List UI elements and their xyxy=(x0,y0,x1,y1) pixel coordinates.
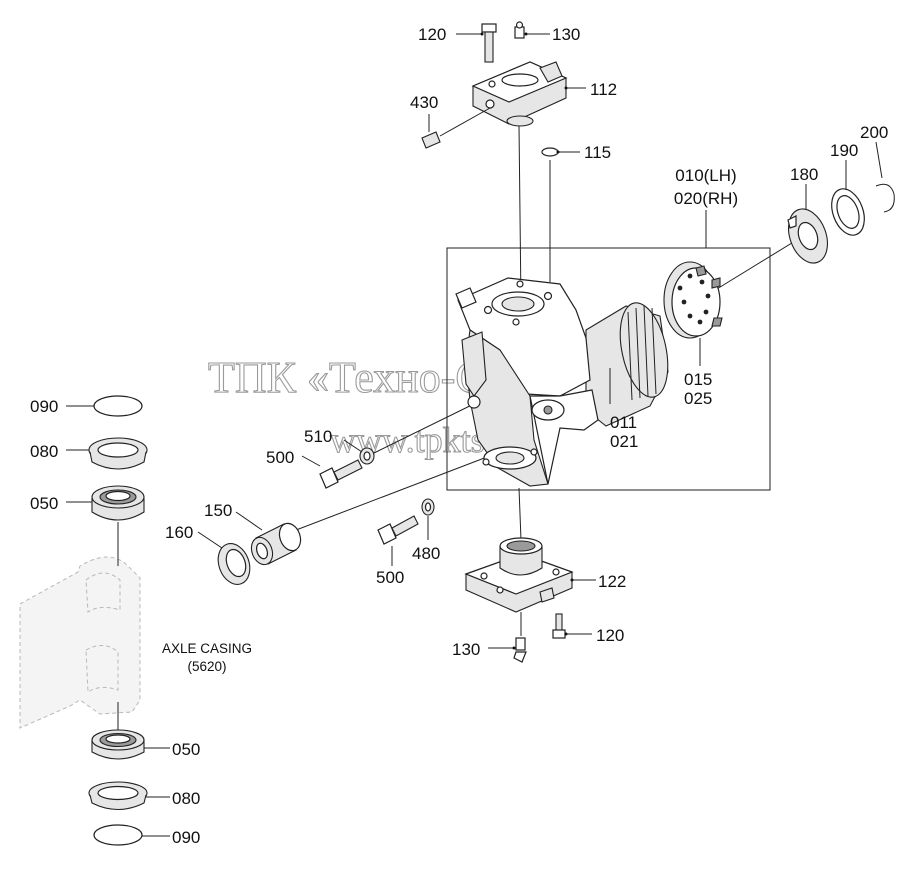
callout-150: 150 xyxy=(204,501,232,520)
callout-120-bottom: 120 xyxy=(596,626,624,645)
callout-015: 015 xyxy=(684,370,712,389)
plate-190 xyxy=(831,188,865,236)
snap-ring-200 xyxy=(875,183,895,213)
callout-112: 112 xyxy=(590,80,617,99)
nut-510 xyxy=(359,447,375,465)
group-label-rh: 020(RH) xyxy=(674,189,738,208)
callout-430: 430 xyxy=(410,93,438,112)
callout-130-bottom: 130 xyxy=(452,640,480,659)
knuckle-group-box xyxy=(446,210,771,491)
shim-115 xyxy=(541,147,559,157)
thrust-washer-180 xyxy=(787,208,828,264)
pin-430 xyxy=(421,131,441,149)
bolt-120-bottom xyxy=(552,613,566,639)
axle-casing xyxy=(19,556,141,729)
callout-480: 480 xyxy=(412,544,440,563)
bearing-050-bottom xyxy=(91,729,145,760)
callout-090-top: 090 xyxy=(30,397,58,416)
washer-480 xyxy=(421,498,435,516)
upper-cap-112 xyxy=(471,61,568,127)
steering-knuckle-011 xyxy=(455,277,669,487)
callout-160: 160 xyxy=(165,523,193,542)
bolt-120-top xyxy=(481,23,497,63)
callout-080-bottom: 080 xyxy=(172,789,200,808)
bushing-150 xyxy=(250,522,302,566)
axle-casing-ref: (5620) xyxy=(187,659,226,674)
callout-011: 011 xyxy=(610,413,637,432)
callout-115: 115 xyxy=(584,143,611,162)
gear-015 xyxy=(663,261,723,339)
seal-080-bottom xyxy=(88,781,148,811)
grease-nipple-130-bottom xyxy=(513,637,527,663)
callout-500-lower: 500 xyxy=(376,568,404,587)
callout-050-top: 050 xyxy=(30,494,58,513)
callout-021: 021 xyxy=(610,432,638,451)
callout-190: 190 xyxy=(830,141,858,160)
callout-130-top: 130 xyxy=(552,25,580,44)
group-label-lh: 010(LH) xyxy=(675,166,736,185)
callout-050-bottom: 050 xyxy=(172,740,200,759)
lower-cap-122 xyxy=(464,537,574,613)
callout-080-top: 080 xyxy=(30,442,58,461)
o-ring-090-bottom xyxy=(93,824,143,846)
bearing-050-top xyxy=(91,485,145,521)
callout-500-upper: 500 xyxy=(266,448,294,467)
bolt-500-lower xyxy=(377,515,419,545)
seal-160 xyxy=(217,543,251,585)
callout-200: 200 xyxy=(860,123,888,142)
callout-180: 180 xyxy=(790,165,818,184)
callout-510: 510 xyxy=(304,427,332,446)
bolt-500-upper xyxy=(319,459,363,489)
leader-dots xyxy=(480,32,574,650)
seal-080-top xyxy=(88,437,148,470)
o-ring-090-top xyxy=(93,395,143,417)
callout-025: 025 xyxy=(684,389,712,408)
callout-120-top: 120 xyxy=(418,25,446,44)
callout-090-bottom: 090 xyxy=(172,828,200,847)
grease-nipple-130-top xyxy=(514,21,525,39)
axle-casing-label: AXLE CASING xyxy=(162,641,252,656)
callout-122: 122 xyxy=(598,572,626,591)
